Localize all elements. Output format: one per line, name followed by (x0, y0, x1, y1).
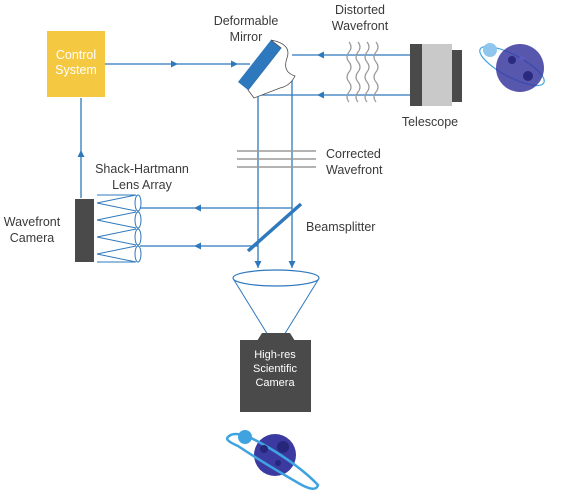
beam-paths (77, 51, 410, 268)
lens-array (96, 194, 142, 263)
wavefront-camera (75, 199, 94, 262)
wavefront-camera-label-1: Wavefront (4, 215, 61, 229)
arrow-left-icon (317, 51, 324, 59)
distorted-wavefront-label-1: Distorted (335, 3, 385, 17)
control-system-label-1: Control (56, 48, 96, 62)
control-system-label-2: System (55, 63, 97, 77)
wavefront-camera-label-2: Camera (10, 231, 55, 245)
beamsplitter-label: Beamsplitter (306, 220, 375, 234)
corrected-wavefront-lines (237, 150, 316, 168)
arrow-right-icon (171, 60, 178, 68)
science-camera-label-2: Scientific (253, 363, 298, 375)
distant-planet-icon (479, 43, 545, 92)
distorted-wavefront-label-2: Wavefront (332, 19, 389, 33)
imaging-lens (232, 269, 320, 287)
deformable-mirror-label-1: Deformable (214, 14, 279, 28)
arrow-down-icon (288, 261, 296, 268)
arrow-left-icon (194, 242, 201, 250)
distorted-wavefront-lines (346, 41, 379, 103)
science-camera-label-3: Camera (255, 377, 295, 389)
corrected-wavefront-label-2: Wavefront (326, 163, 383, 177)
corrected-wavefront-label-1: Corrected (326, 147, 381, 161)
science-camera (240, 333, 311, 412)
shack-hartmann-label-2: Lens Array (112, 178, 173, 192)
science-camera-label-1: High-res (254, 349, 296, 361)
deformable-mirror (238, 39, 296, 99)
planet-icon (225, 430, 320, 490)
deformable-mirror-label-2: Mirror (230, 30, 263, 44)
arrow-down-icon (254, 261, 262, 268)
arrow-left-icon (317, 91, 324, 99)
arrow-left-icon (194, 204, 201, 212)
control-system-box: Control System (47, 31, 105, 97)
beamsplitter (246, 202, 303, 253)
arrow-up-icon (77, 150, 85, 157)
shack-hartmann-label-1: Shack-Hartmann (95, 162, 189, 176)
arrow-right-icon (231, 60, 238, 68)
telescope (410, 44, 462, 106)
telescope-label: Telescope (402, 115, 458, 129)
focus-cone (233, 279, 319, 341)
